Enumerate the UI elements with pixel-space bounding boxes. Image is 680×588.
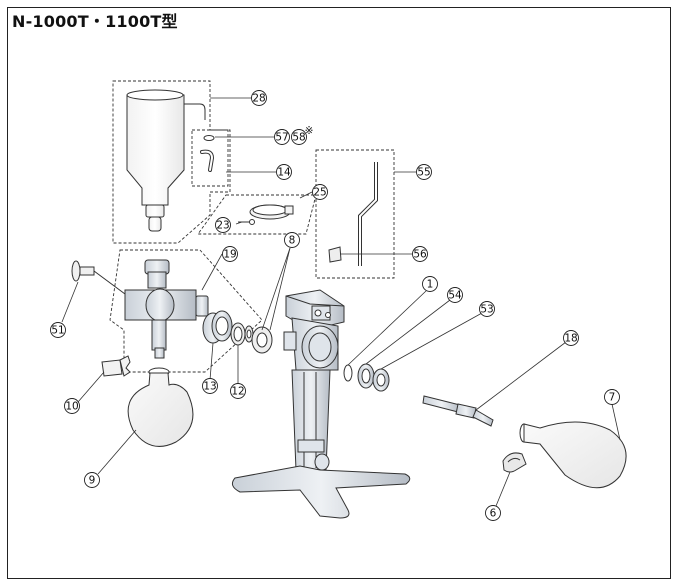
nut-53 xyxy=(372,368,390,392)
connector-10 xyxy=(101,355,131,377)
svg-text:9: 9 xyxy=(89,475,96,487)
svg-text:56: 56 xyxy=(413,249,427,261)
callout-18: 18 xyxy=(563,330,579,346)
svg-text:6: 6 xyxy=(490,508,497,520)
clip-6 xyxy=(502,452,527,473)
group-box-14 xyxy=(191,129,229,187)
group-box-28 xyxy=(112,80,231,244)
callout-8: 8 xyxy=(284,232,300,248)
callout-7: 7 xyxy=(604,389,620,405)
callout-12: 12 xyxy=(230,383,246,399)
svg-text:54: 54 xyxy=(448,290,462,302)
svg-text:1: 1 xyxy=(427,279,434,291)
callout-55: 55 xyxy=(416,164,432,180)
callout-23: 23 xyxy=(215,217,231,233)
callout-54: 54 xyxy=(447,287,463,303)
callout-56: 56 xyxy=(412,246,428,262)
callout-51: 51 xyxy=(50,322,66,338)
svg-text:12: 12 xyxy=(231,386,244,398)
note-mark: ※ xyxy=(305,125,314,137)
valve-body-19 xyxy=(124,259,209,359)
page-title: N-1000T・1100T型 xyxy=(12,12,178,31)
callout-58: 58 xyxy=(291,129,307,145)
callout-53: 53 xyxy=(479,301,495,317)
svg-text:25: 25 xyxy=(313,187,326,199)
svg-text:14: 14 xyxy=(277,167,291,179)
group-box-55 xyxy=(315,149,395,279)
svg-text:53: 53 xyxy=(480,304,493,316)
svg-text:13: 13 xyxy=(203,381,216,393)
main-stand xyxy=(231,289,411,519)
o-ring-1 xyxy=(343,364,353,382)
nozzle-51 xyxy=(71,260,126,295)
nut-13 xyxy=(202,310,233,344)
clip-56 xyxy=(328,246,342,263)
clamp-band-25 xyxy=(249,204,294,220)
callout-13: 13 xyxy=(202,378,218,394)
o-ring-57 xyxy=(203,135,215,141)
probe-18 xyxy=(422,395,494,427)
callout-14: 14 xyxy=(276,164,292,180)
svg-text:7: 7 xyxy=(609,392,616,404)
screw-23 xyxy=(238,219,255,225)
nut-54 xyxy=(357,363,375,389)
svg-text:23: 23 xyxy=(216,220,229,232)
reservoir-bottle xyxy=(126,89,206,232)
svg-text:28: 28 xyxy=(252,93,265,105)
callout-57: 57 xyxy=(274,129,290,145)
washer-12 xyxy=(230,322,246,346)
group-box-25 xyxy=(197,194,317,235)
svg-text:8: 8 xyxy=(289,235,296,247)
callout-19: 19 xyxy=(222,246,238,262)
svg-text:18: 18 xyxy=(564,333,577,345)
svg-text:10: 10 xyxy=(65,401,78,413)
leader-lines xyxy=(61,97,621,507)
callout-10: 10 xyxy=(64,398,80,414)
callout-6: 6 xyxy=(485,505,501,521)
flask-9 xyxy=(127,367,194,447)
callout-25: 25 xyxy=(312,184,328,200)
svg-text:51: 51 xyxy=(51,325,64,337)
svg-text:19: 19 xyxy=(223,249,236,261)
callout-1: 1 xyxy=(422,276,438,292)
callout-9: 9 xyxy=(84,472,100,488)
svg-text:58: 58 xyxy=(292,132,305,144)
flask-7 xyxy=(519,421,627,489)
callout-28: 28 xyxy=(251,90,267,106)
svg-text:57: 57 xyxy=(275,132,288,144)
svg-text:55: 55 xyxy=(417,167,430,179)
washers-8 xyxy=(244,325,273,354)
